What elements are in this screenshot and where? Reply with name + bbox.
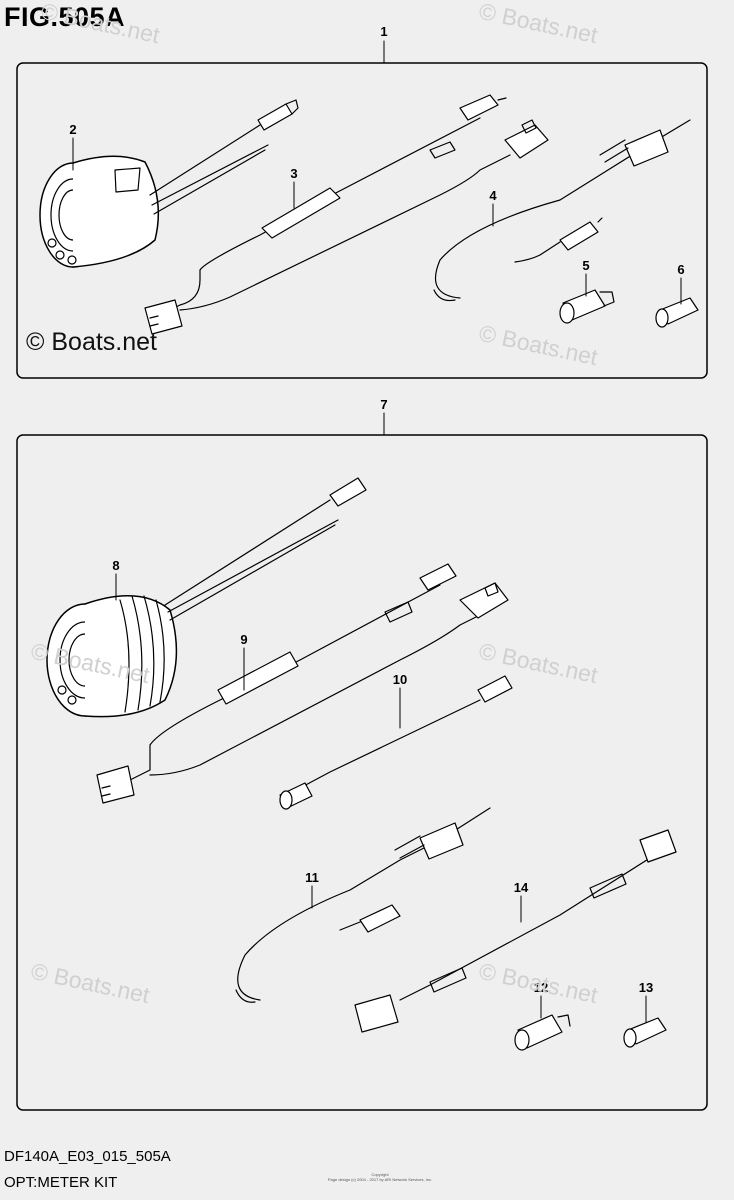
- callout-3: 3: [290, 166, 297, 181]
- callout-13: 13: [639, 980, 653, 995]
- callout-5: 5: [582, 258, 589, 273]
- callout-9: 9: [240, 632, 247, 647]
- callout-12: 12: [534, 980, 548, 995]
- figure-caption: OPT:METER KIT: [4, 1174, 118, 1191]
- harness-3[interactable]: [144, 94, 549, 335]
- plug-6[interactable]: [655, 297, 699, 328]
- kit-7-box: [16, 434, 708, 1111]
- copyright-notice: Copyright Page design (c) 2004 - 2017 by…: [300, 1172, 460, 1182]
- leader-lines: [72, 40, 682, 1023]
- kit-1-box: [16, 62, 708, 379]
- adapter-harness-14[interactable]: [354, 829, 677, 1033]
- callout-1: 1: [380, 24, 387, 39]
- callout-14: 14: [514, 880, 529, 895]
- callout-7: 7: [380, 397, 387, 412]
- sensor-cable-4[interactable]: [433, 119, 691, 302]
- meter-gauge-8[interactable]: [46, 477, 367, 718]
- sensor-cable-11[interactable]: [235, 807, 491, 1003]
- callout-6: 6: [677, 262, 684, 277]
- callout-2: 2: [69, 122, 76, 137]
- figure-code: DF140A_E03_015_505A: [4, 1148, 171, 1165]
- callout-labels: 1 2 3 4 5 6 7 8 9 10 11 14 12 13: [69, 24, 684, 995]
- plug-12[interactable]: [514, 1014, 571, 1051]
- harness-9[interactable]: [96, 563, 509, 804]
- callout-11: 11: [305, 870, 319, 885]
- extension-cable-10[interactable]: [279, 675, 513, 810]
- callout-10: 10: [393, 672, 407, 687]
- callout-4: 4: [489, 188, 497, 203]
- callout-8: 8: [112, 558, 119, 573]
- figure-title: FIG.505A: [4, 2, 126, 32]
- copyright-line-1: Copyright: [371, 1172, 389, 1177]
- plug-13[interactable]: [623, 1017, 667, 1048]
- meter-gauge-2[interactable]: [39, 99, 299, 268]
- watermark-main: © Boats.net: [26, 328, 157, 356]
- copyright-line-2: Page design (c) 2004 - 2017 by ARI Netwo…: [327, 1177, 433, 1182]
- plug-5[interactable]: [559, 289, 615, 324]
